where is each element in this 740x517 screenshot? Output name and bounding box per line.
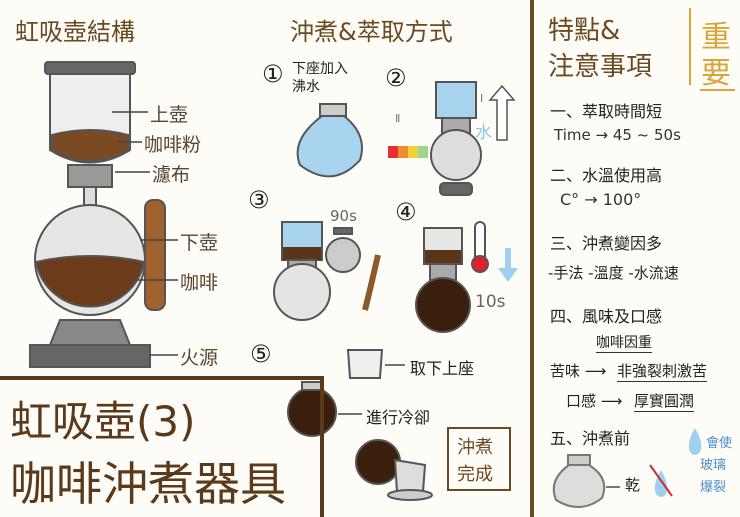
warn-text3: 爆裂 [700, 480, 727, 495]
no-icon [649, 464, 673, 497]
arrow-up-icon [488, 84, 516, 141]
note-1-detail: Time → 45 ~ 50s [554, 126, 681, 144]
note-4-mouth-label: 口感 ⟶ [566, 392, 623, 410]
note-4-head: 四、風味及口感 [550, 307, 663, 326]
label-heat: 火源 [180, 347, 219, 369]
note-4-mouth: 厚實圓潤 [634, 392, 695, 412]
note-4-bitter-label: 苦味 ⟶ [550, 362, 607, 380]
step1-flask [296, 103, 363, 178]
done-text2: 完成 [457, 464, 493, 485]
step2-mark1: Ⅰ [480, 92, 484, 105]
banner-line1: 虹吸壺(3) [10, 397, 196, 446]
structure-title: 虹吸壺結構 [15, 18, 135, 46]
label-upper: 上壺 [150, 104, 189, 126]
step3-time: 90s [330, 207, 357, 225]
label-lower: 下壺 [180, 232, 219, 254]
done-box [447, 427, 511, 491]
method-title: 沖煮&萃取方式 [290, 18, 453, 46]
note-4-sub: 咖啡因重 [596, 332, 652, 353]
heat-level-icon [388, 146, 428, 158]
notes-title2: 注意事項 [548, 52, 653, 82]
done-text: 沖煮 [457, 437, 493, 458]
note-3-detail: -手法 -溫度 -水流速 [548, 264, 679, 282]
note-5-dry: 乾 [625, 476, 641, 494]
note-2-head: 二、水溫使用高 [550, 166, 663, 185]
step5-number: ⑤ [250, 340, 272, 368]
step4-siphon [415, 221, 489, 333]
step3-number: ③ [248, 186, 270, 214]
label-coffee: 咖啡 [180, 272, 219, 294]
notes-title: 特點& [548, 16, 621, 46]
label-grounds: 咖啡粉 [144, 134, 202, 156]
note-4-bitter: 非強裂刺激苦 [617, 362, 708, 382]
label-filter: 濾布 [152, 164, 191, 186]
note-5-head: 五、沖煮前 [550, 429, 631, 448]
step5-cool: 進行冷卻 [366, 408, 431, 427]
step4-number: ④ [395, 198, 417, 226]
step1-text2: 沸水 [292, 79, 320, 95]
banner-line2: 咖啡沖煮器具 [10, 457, 286, 511]
step1-number: ① [262, 60, 284, 88]
warn-text2: 玻璃 [700, 458, 727, 473]
step2-siphon [430, 81, 482, 196]
step2-number: ② [385, 64, 407, 92]
important-mark2: 要 [701, 56, 731, 91]
note-2-detail: C° → 100° [560, 190, 642, 209]
dry-flask [552, 454, 620, 508]
banner-border [0, 376, 324, 517]
step1-text: 下座加入 [292, 61, 348, 77]
step4-time: 10s [475, 292, 506, 312]
step2-mark2: Ⅱ [395, 112, 401, 125]
important-mark: 重 [701, 20, 731, 55]
note-1-head: 一、萃取時間短 [550, 102, 663, 121]
arrow-down-icon [498, 248, 518, 282]
warn-text: 會使 [706, 436, 733, 451]
water-label: 水 [475, 123, 492, 143]
siphon-illustration [29, 61, 166, 368]
note-3-head: 三、沖煮變因多 [550, 234, 663, 253]
step5-remove: 取下上座 [410, 359, 475, 378]
step3-siphon [273, 221, 381, 321]
water-drop-icon [688, 428, 702, 455]
